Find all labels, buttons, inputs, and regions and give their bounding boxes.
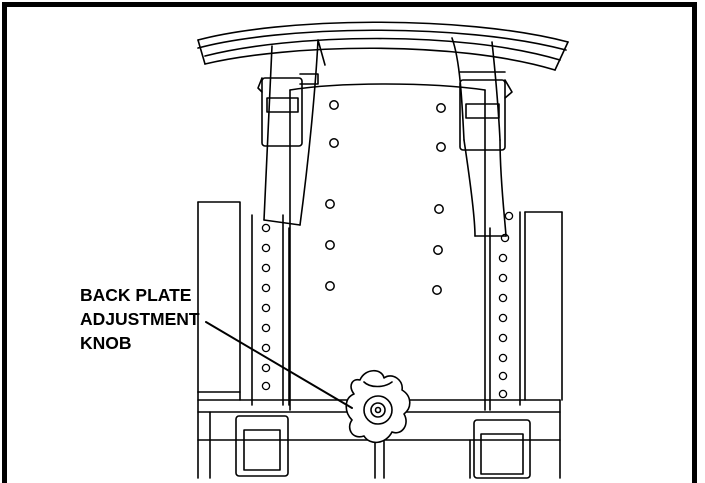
right-strap bbox=[451, 37, 513, 237]
right-hole-column bbox=[498, 211, 514, 399]
left-side-panel bbox=[197, 201, 290, 406]
adjustment-knob-icon bbox=[345, 369, 411, 444]
bottom-left-buckle bbox=[235, 415, 289, 477]
left-hole-column bbox=[261, 223, 271, 391]
bottom-right-buckle bbox=[473, 419, 531, 479]
right-side-panel bbox=[489, 211, 563, 411]
callout-line-3: KNOB bbox=[80, 333, 132, 353]
top-frame-bar bbox=[197, 21, 569, 71]
knob-callout-label: BACK PLATE ADJUSTMENT KNOB bbox=[80, 283, 200, 355]
left-strap bbox=[257, 39, 326, 226]
plate-holes bbox=[325, 100, 446, 295]
callout-leader-line bbox=[205, 321, 353, 409]
back-plate bbox=[289, 83, 486, 411]
callout-line-2: ADJUSTMENT bbox=[80, 309, 200, 329]
callout-line-1: BACK PLATE bbox=[80, 285, 192, 305]
